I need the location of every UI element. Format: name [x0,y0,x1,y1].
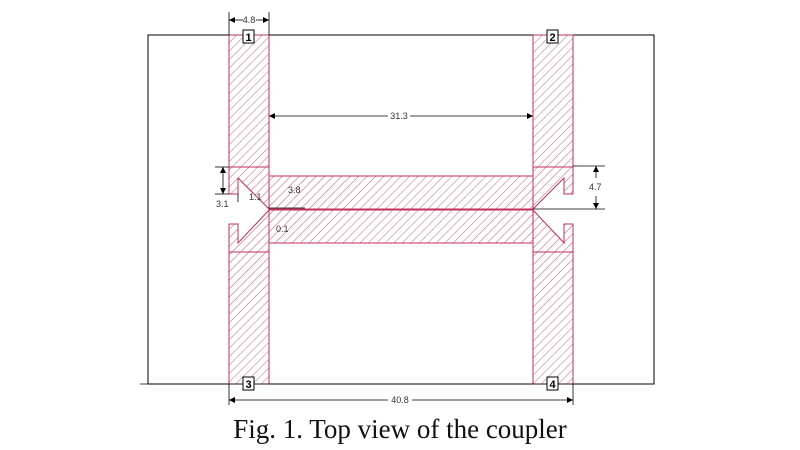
coupled-line-upper [268,175,534,210]
dim-total-length: 40.8 [391,395,409,405]
coupled-line-lower [268,209,534,244]
right-feed-upper [532,34,574,168]
port-3: 3 [242,376,255,391]
left-feed-upper [228,34,270,168]
arrowheads [220,17,599,403]
dim-line-width: 3.8 [288,185,301,195]
dim-port-width: 4.8 [243,15,256,25]
svg-text:4: 4 [549,379,556,391]
figure-caption: Fig. 1. Top view of the coupler [233,414,567,444]
port-2: 2 [546,29,559,44]
dim-coupling-gap: 0.1 [276,224,289,234]
svg-text:3: 3 [245,379,251,391]
right-junction-upper [532,166,574,211]
right-junction-lower [532,208,574,253]
svg-text:1: 1 [245,32,251,44]
dim-line-spacing: 31.3 [390,111,408,121]
left-junction-upper [228,166,270,211]
right-feed-lower [532,251,574,385]
port-1: 1 [242,29,255,44]
dim-stub-gap: 1.1 [249,192,262,202]
left-feed-lower [228,251,270,385]
svg-text:2: 2 [549,32,555,44]
dim-stub-height: 3.1 [216,199,229,209]
port-4: 4 [546,376,559,391]
dim-junction-height: 4.7 [589,182,602,192]
left-junction-lower [228,208,270,253]
